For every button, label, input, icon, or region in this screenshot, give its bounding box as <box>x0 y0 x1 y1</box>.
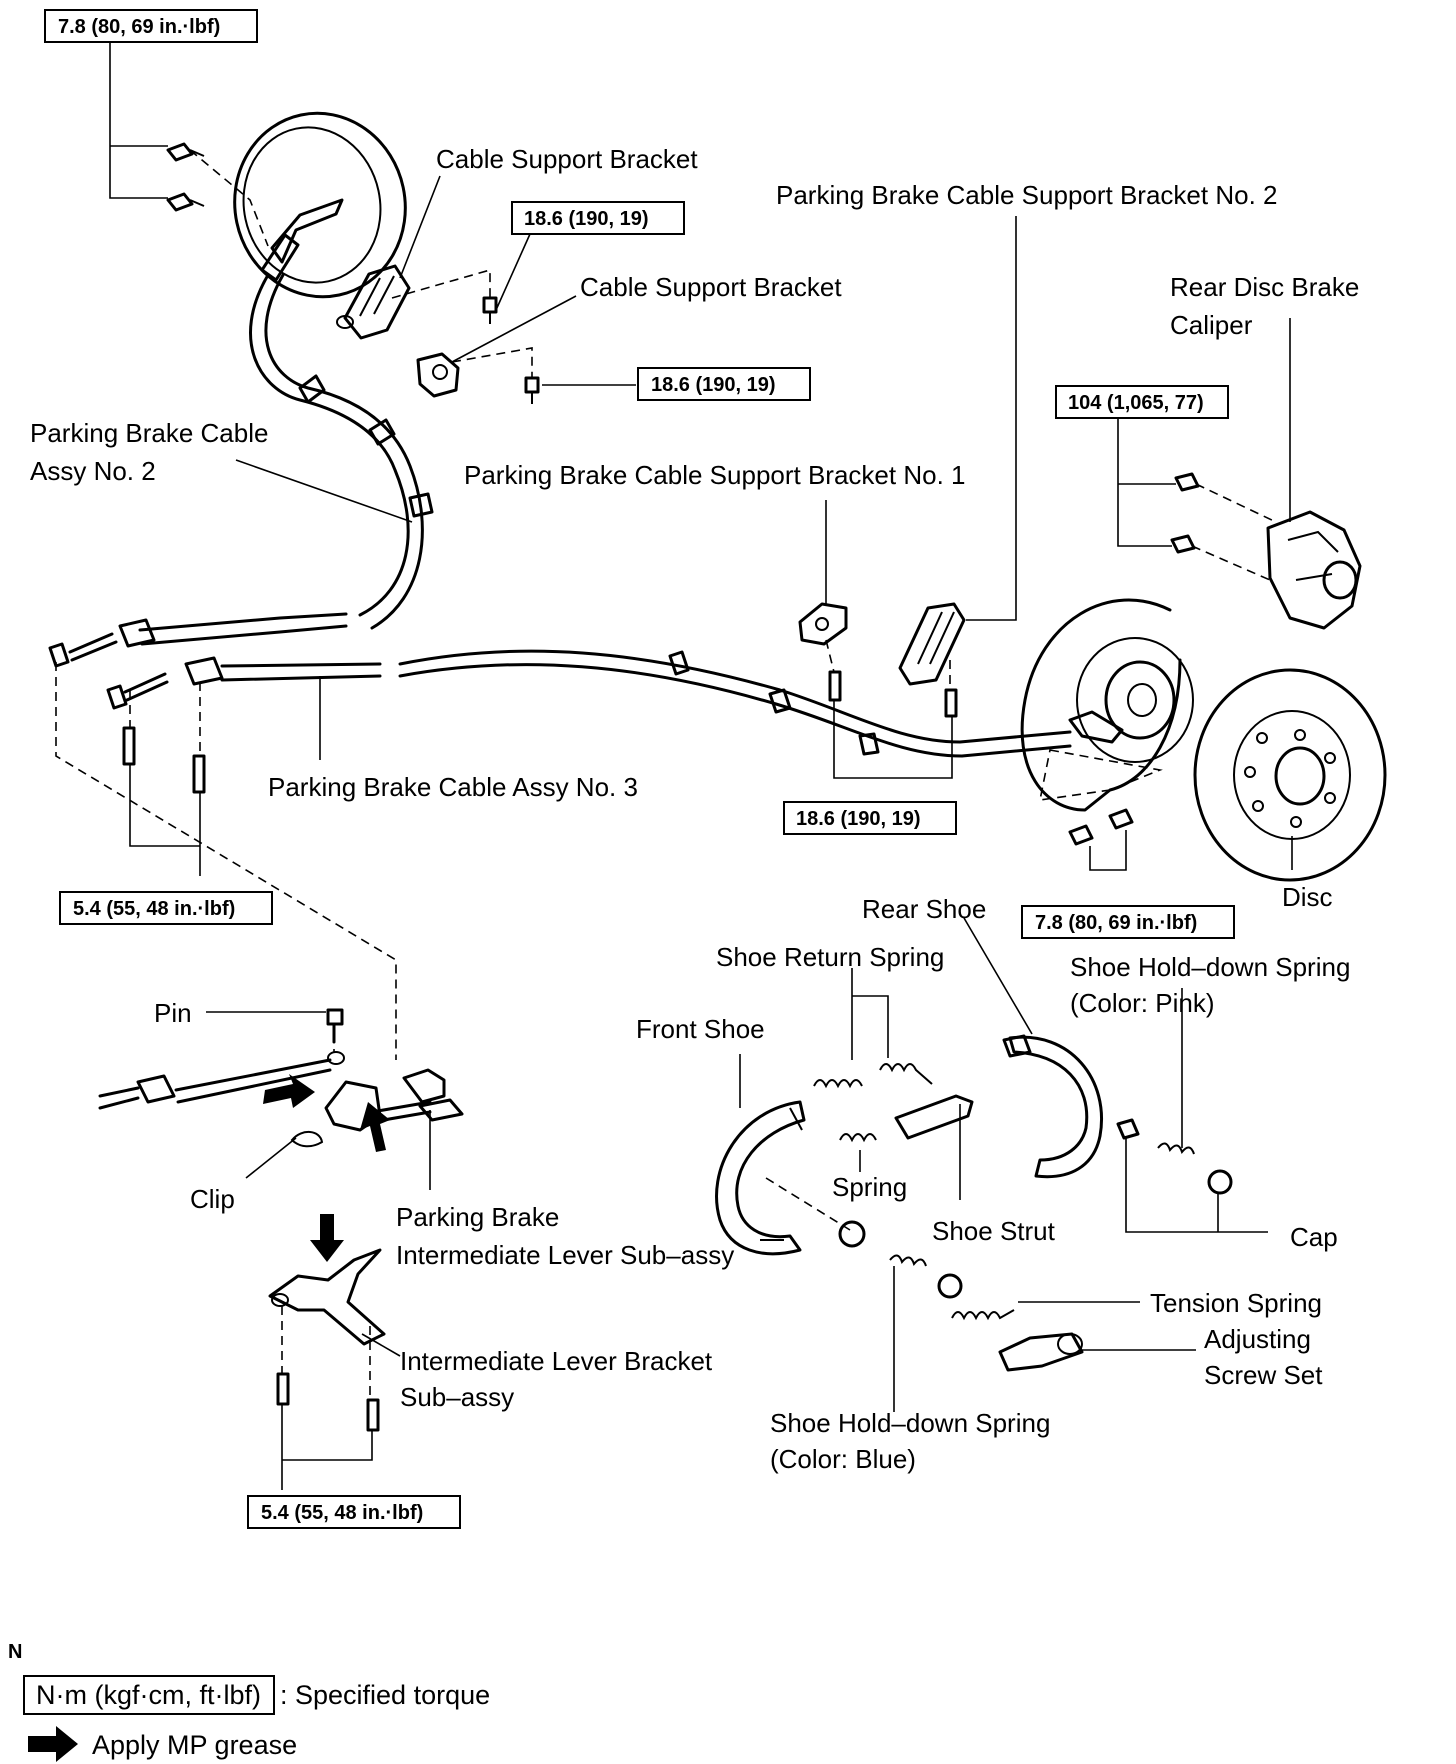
torque-box-disc-bolts: 7.8 (80, 69 in.·lbf) <box>1021 905 1235 939</box>
torque-box-lever-bracket: 5.4 (55, 48 in.·lbf) <box>247 1495 461 1529</box>
torque-text: 18.6 (190, 19) <box>796 808 921 830</box>
torque-text: 5.4 (55, 48 in.·lbf) <box>261 1502 423 1524</box>
pink-holddown-parts <box>1116 1118 1233 1195</box>
label-shoe-holddown-pink-1: Shoe Hold–down Spring <box>1070 952 1350 982</box>
grease-arrow-icon <box>28 1726 78 1762</box>
mid-bolts <box>482 296 540 404</box>
label-intermediate-lever-bracket-1: Intermediate Lever Bracket <box>400 1346 713 1376</box>
label-spring: Spring <box>832 1172 907 1202</box>
label-pin: Pin <box>154 998 192 1028</box>
pb-cable-support-bracket-no1-part <box>798 602 848 702</box>
torque-box-support-brackets: 18.6 (190, 19) <box>783 801 957 835</box>
torque-box-bracket-lower: 18.6 (190, 19) <box>637 367 811 401</box>
label-clip: Clip <box>190 1184 235 1214</box>
blue-holddown-parts <box>838 1220 963 1299</box>
leader-lines <box>55 42 1293 1490</box>
rear-disc-brake-caliper-part <box>1266 510 1362 630</box>
label-cap: Cap <box>1290 1222 1338 1252</box>
label-pb-cable-support-bracket-no1: Parking Brake Cable Support Bracket No. … <box>464 460 965 490</box>
torque-text: 18.6 (190, 19) <box>524 208 649 230</box>
torque-text: 5.4 (55, 48 in.·lbf) <box>73 898 235 920</box>
legend-torque: N·m (kgf·cm, ft·lbf) : Specified torque <box>23 1675 490 1715</box>
shoe-return-springs <box>813 1063 933 1089</box>
label-pb-cable-assy-no2-2: Assy No. 2 <box>30 456 156 486</box>
rear-plate-bolts <box>1068 808 1134 846</box>
legend-grease-desc: Apply MP grease <box>92 1730 297 1760</box>
cable-support-bracket-top-part <box>336 264 411 340</box>
label-adjusting-screw-2: Screw Set <box>1204 1360 1323 1390</box>
rear-backing-plate <box>1020 598 1194 812</box>
torque-box-top-left: 7.8 (80, 69 in.·lbf) <box>44 9 258 43</box>
label-disc: Disc <box>1282 882 1333 912</box>
torque-box-cable-bolts: 5.4 (55, 48 in.·lbf) <box>59 891 273 925</box>
label-pb-intermediate-lever-2: Intermediate Lever Sub–assy <box>396 1240 734 1270</box>
legend-torque-desc: : Specified torque <box>280 1680 490 1710</box>
label-cable-support-bracket-mid: Cable Support Bracket <box>580 272 842 302</box>
pb-cable-assy-no3 <box>106 649 1072 758</box>
label-shoe-return-spring: Shoe Return Spring <box>716 942 944 972</box>
label-shoe-holddown-pink-2: (Color: Pink) <box>1070 988 1214 1018</box>
torque-box-caliper: 104 (1,065, 77) <box>1055 385 1229 419</box>
label-rear-disc-brake-caliper-2: Caliper <box>1170 310 1253 340</box>
legend-torque-unit: N·m (kgf·cm, ft·lbf) <box>36 1680 261 1710</box>
rear-shoe-part <box>1002 1034 1103 1179</box>
legend-grease: Apply MP grease <box>28 1726 297 1762</box>
adjusting-screw-part <box>998 1332 1084 1372</box>
label-cable-support-bracket-top: Cable Support Bracket <box>436 144 698 174</box>
caliper-bolts <box>1170 472 1200 554</box>
label-pb-cable-assy-no3: Parking Brake Cable Assy No. 3 <box>268 772 638 802</box>
label-tension-spring: Tension Spring <box>1150 1288 1322 1318</box>
shoe-strut-part <box>894 1094 974 1140</box>
torque-box-bracket-upper: 18.6 (190, 19) <box>511 201 685 235</box>
label-pb-cable-support-bracket-no2: Parking Brake Cable Support Bracket No. … <box>776 180 1277 210</box>
front-shoe-part <box>715 1100 806 1256</box>
intermediate-lever-part <box>98 1008 464 1148</box>
label-front-shoe: Front Shoe <box>636 1014 765 1044</box>
label-rear-disc-brake-caliper-1: Rear Disc Brake <box>1170 272 1359 302</box>
label-adjusting-screw-1: Adjusting <box>1204 1324 1311 1354</box>
pb-cable-support-bracket-no2-part <box>898 602 966 718</box>
upper-backing-plate <box>233 111 407 299</box>
upper-bolts <box>166 142 205 212</box>
label-shoe-holddown-blue-2: (Color: Blue) <box>770 1444 916 1474</box>
tension-spring-part <box>951 1309 1015 1321</box>
label-shoe-holddown-blue-1: Shoe Hold–down Spring <box>770 1408 1050 1438</box>
spring-part <box>839 1133 877 1143</box>
cable-support-bracket-mid-part <box>416 352 460 398</box>
pb-cable-assy-no2 <box>48 273 434 668</box>
grease-arrow-down <box>310 1214 344 1262</box>
torque-text: 104 (1,065, 77) <box>1068 392 1204 414</box>
grease-arrow-right <box>263 1074 315 1108</box>
label-pb-intermediate-lever-1: Parking Brake <box>396 1202 559 1232</box>
label-pb-cable-assy-no2-1: Parking Brake Cable <box>30 418 268 448</box>
grease-arrow-up <box>360 1102 390 1152</box>
torque-text: 7.8 (80, 69 in.·lbf) <box>58 16 220 38</box>
cable-bolts <box>122 726 206 794</box>
label-shoe-strut: Shoe Strut <box>932 1216 1056 1246</box>
label-intermediate-lever-bracket-2: Sub–assy <box>400 1382 514 1412</box>
torque-text: 18.6 (190, 19) <box>651 374 776 396</box>
torque-text: 7.8 (80, 69 in.·lbf) <box>1035 912 1197 934</box>
disc-part <box>1193 668 1387 882</box>
corner-mark: N <box>8 1641 22 1663</box>
intermediate-lever-bracket-part <box>268 1248 386 1432</box>
label-rear-shoe: Rear Shoe <box>862 894 986 924</box>
